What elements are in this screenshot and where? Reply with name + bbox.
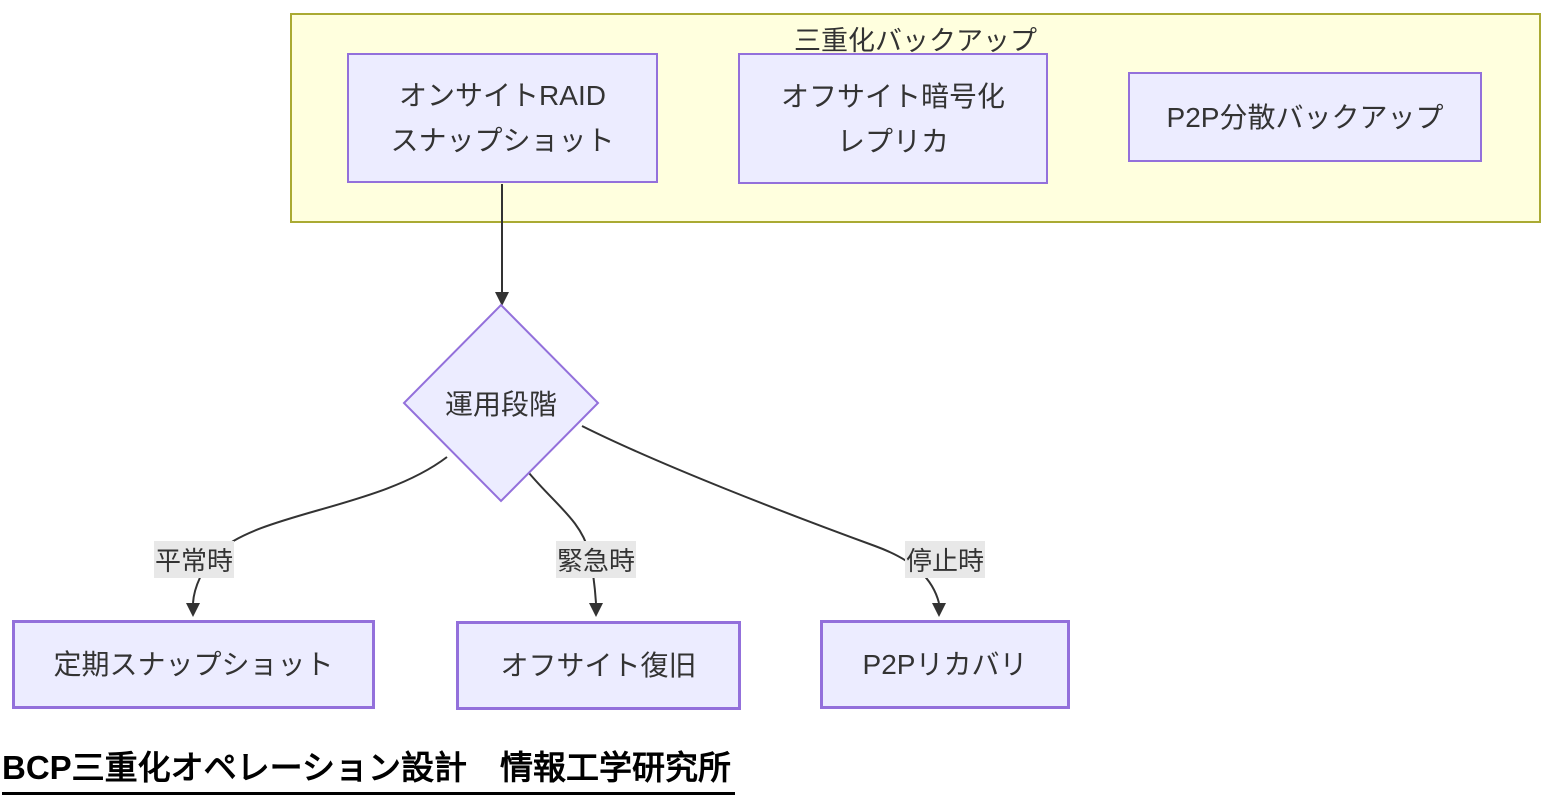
node-label-line: スナップショット (390, 125, 615, 156)
node-label: 定期スナップショット (53, 649, 334, 680)
edge-normal (192, 456, 448, 604)
node-onsite-raid-snapshot: オンサイトRAID スナップショット (347, 53, 658, 183)
edge-label-normal: 平常時 (154, 541, 234, 578)
arrowhead-decision (495, 292, 509, 306)
node-p2p-distributed-backup: P2P分散バックアップ (1128, 72, 1482, 162)
node-periodic-snapshot: 定期スナップショット (12, 620, 375, 709)
node-label-line: レプリカ (836, 125, 949, 157)
node-label-line: オンサイトRAID (399, 80, 606, 111)
node-offsite-encrypted-replica: オフサイト暗号化 レプリカ (738, 53, 1048, 184)
node-label: P2P分散バックアップ (1166, 101, 1444, 133)
node-decision-operation-stage: 運用段階 (431, 384, 571, 422)
node-label: 運用段階 (444, 389, 557, 420)
edge-label-stopped: 停止時 (905, 541, 985, 578)
edge-emergency (528, 472, 597, 604)
node-label: オフサイト復旧 (500, 650, 697, 681)
node-p2p-recovery: P2Pリカバリ (820, 620, 1070, 709)
edge-label-text: 平常時 (154, 546, 233, 576)
diagram-caption: BCP三重化オペレーション設計 情報工学研究所 (2, 741, 736, 795)
arrowhead-periodic-snapshot (186, 603, 200, 617)
edge-label-text: 停止時 (905, 546, 984, 576)
arrowhead-offsite-recovery (589, 603, 603, 617)
edge-label-emergency: 緊急時 (556, 541, 636, 578)
cluster-title: 三重化バックアップ (794, 26, 1037, 56)
arrowhead-p2p-recovery (932, 603, 946, 617)
node-label-line: オフサイト暗号化 (780, 80, 1005, 112)
edge-label-text: 緊急時 (556, 546, 635, 576)
decision-diamond-shape (402, 303, 600, 503)
node-label: P2Pリカバリ (862, 649, 1028, 680)
node-offsite-recovery: オフサイト復旧 (456, 621, 741, 710)
